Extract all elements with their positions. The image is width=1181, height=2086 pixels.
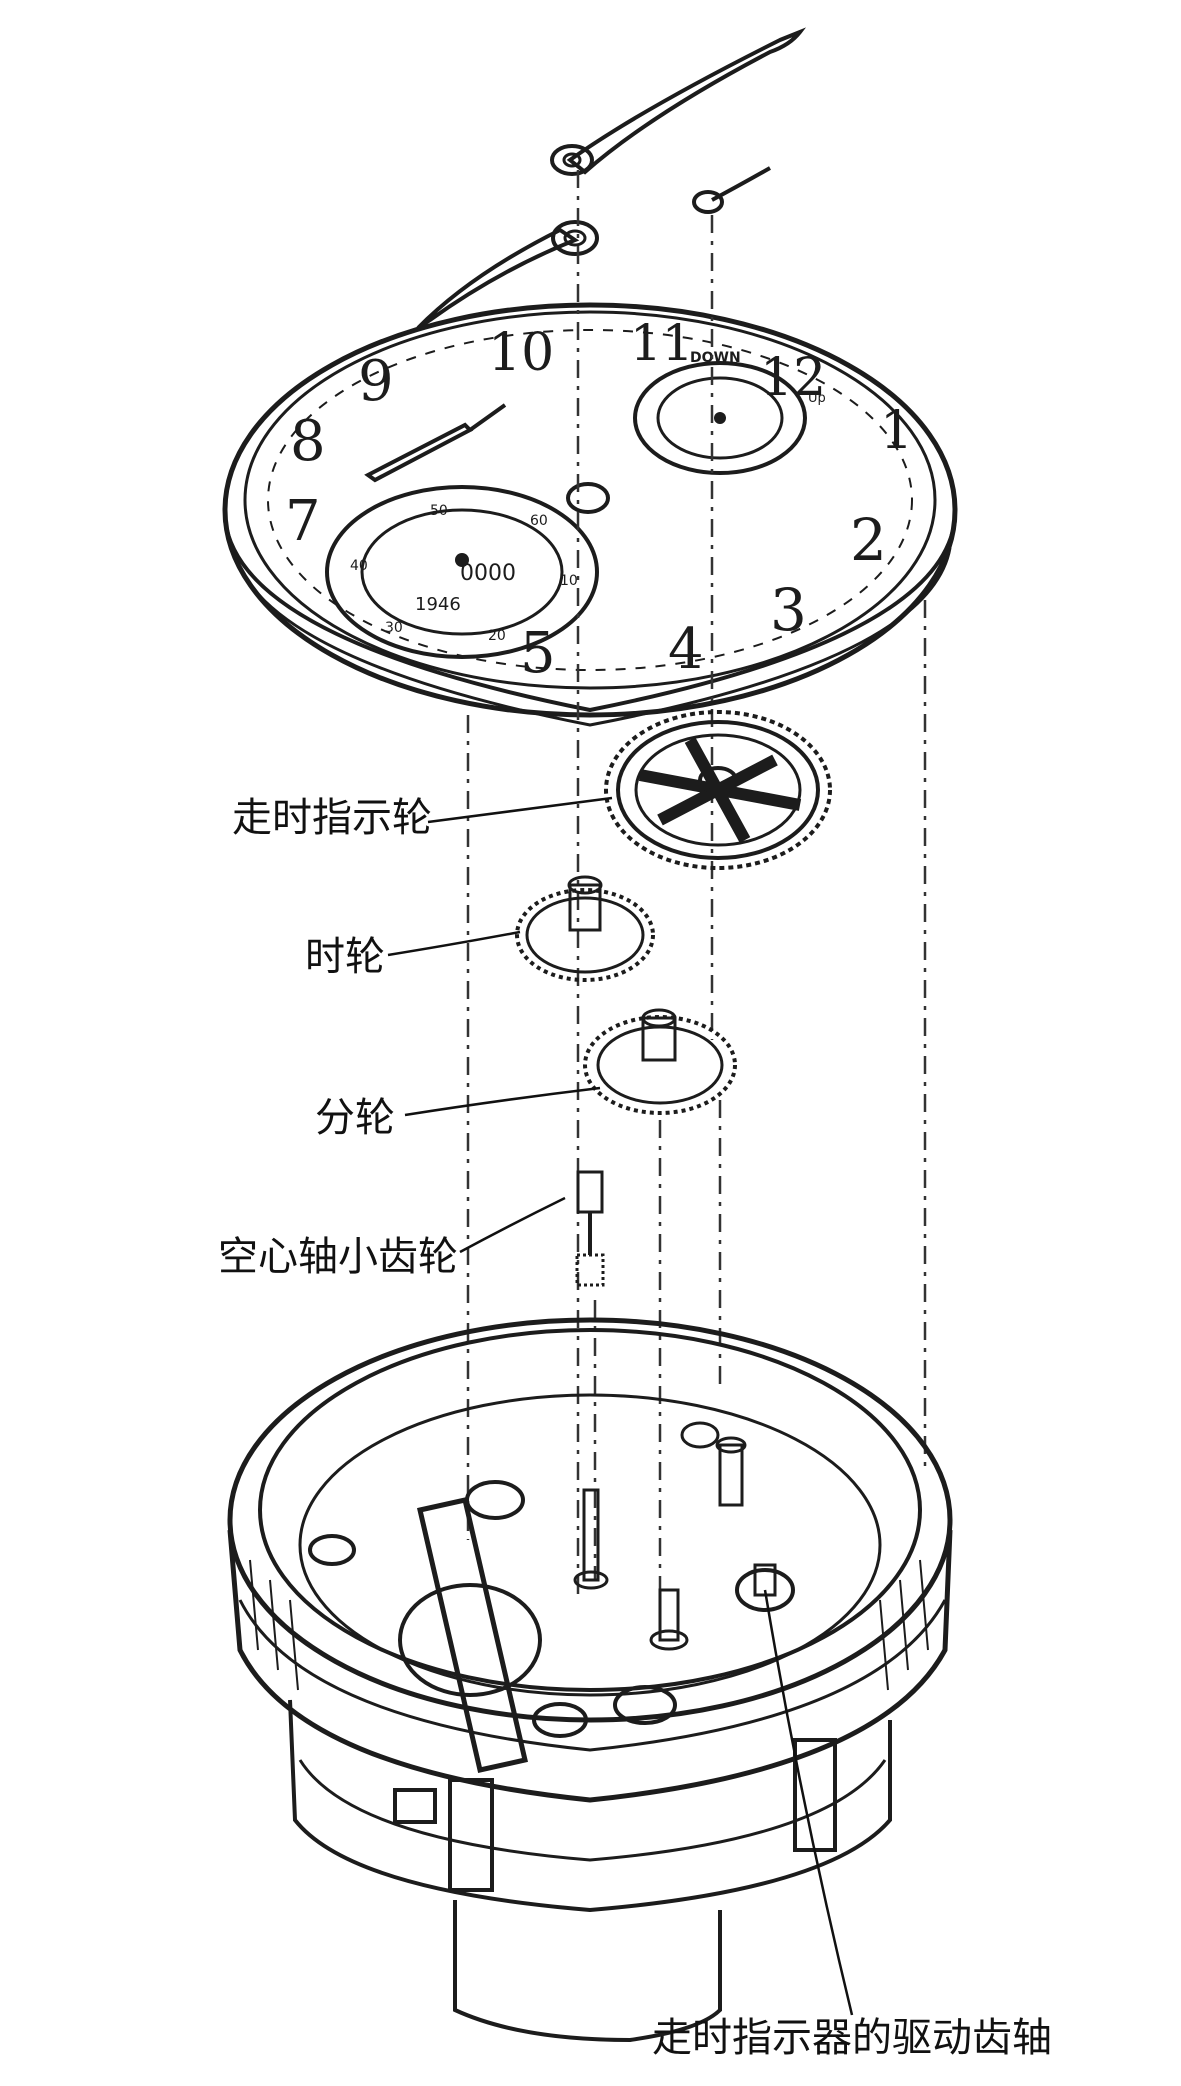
hour-indicator-wheel (604, 710, 832, 870)
dial-numeral-11: 11 (630, 314, 694, 372)
counter-mark-20: 20 (488, 628, 506, 644)
dial-numeral-12: 12 (760, 348, 826, 408)
dial-numeral-9: 9 (358, 349, 394, 414)
counter-mark-10: 10 (560, 573, 578, 589)
subdial-down-text: DOWN (690, 350, 741, 366)
alignment-lines (466, 170, 927, 1600)
clock-dial: 1 2 3 4 5 7 8 9 10 11 12 DOWN Up (222, 302, 958, 727)
label-hour-wheel: 时轮 (305, 934, 385, 980)
leader-lines (387, 796, 854, 2016)
counter-digits: 0000 (460, 561, 516, 586)
cannon-pinion (575, 1170, 605, 1287)
minute-wheel (583, 1008, 737, 1115)
dial-center-hole (566, 482, 610, 514)
counter-mark-50: 50 (430, 503, 448, 519)
counter-mark-60: 60 (530, 513, 548, 529)
counter-year: 1946 (415, 594, 461, 615)
dial-numeral-4: 4 (668, 617, 704, 682)
counter-mark-30: 30 (385, 620, 403, 636)
label-cannon-pinion: 空心轴小齿轮 (218, 1234, 458, 1280)
subdial-up-text: Up (808, 391, 826, 406)
counter-subdial: 0000 1946 10 20 30 40 50 60 (325, 485, 599, 659)
dial-numeral-7: 7 (285, 489, 321, 554)
dial-numeral-2: 2 (850, 506, 887, 574)
movement-base (227, 1317, 953, 2043)
dial-numeral-5: 5 (520, 621, 556, 686)
counter-mark-40: 40 (350, 558, 368, 574)
leader-hour-wheel (387, 930, 521, 957)
leader-minute-wheel (404, 1086, 601, 1117)
dial-numeral-1: 1 (880, 401, 913, 461)
leader-hour-indicator-wheel (427, 796, 613, 824)
minute-hand (550, 27, 807, 176)
up-down-subdial: DOWN Up (633, 350, 826, 475)
hour-wheel (515, 875, 655, 982)
label-minute-wheel: 分轮 (315, 1095, 395, 1141)
leader-cannon-pinion (459, 1196, 566, 1254)
leader-drive-pinion (763, 1589, 854, 2016)
label-hour-indicator-wheel: 走时指示轮 (232, 795, 432, 841)
seconds-hand (692, 166, 771, 214)
dial-numeral-10: 10 (488, 323, 554, 383)
label-hour-indicator-drive-pinion: 走时指示器的驱动齿轴 (652, 2015, 1052, 2061)
dial-numeral-8: 8 (290, 409, 326, 474)
dial-numeral-3: 3 (770, 576, 807, 644)
